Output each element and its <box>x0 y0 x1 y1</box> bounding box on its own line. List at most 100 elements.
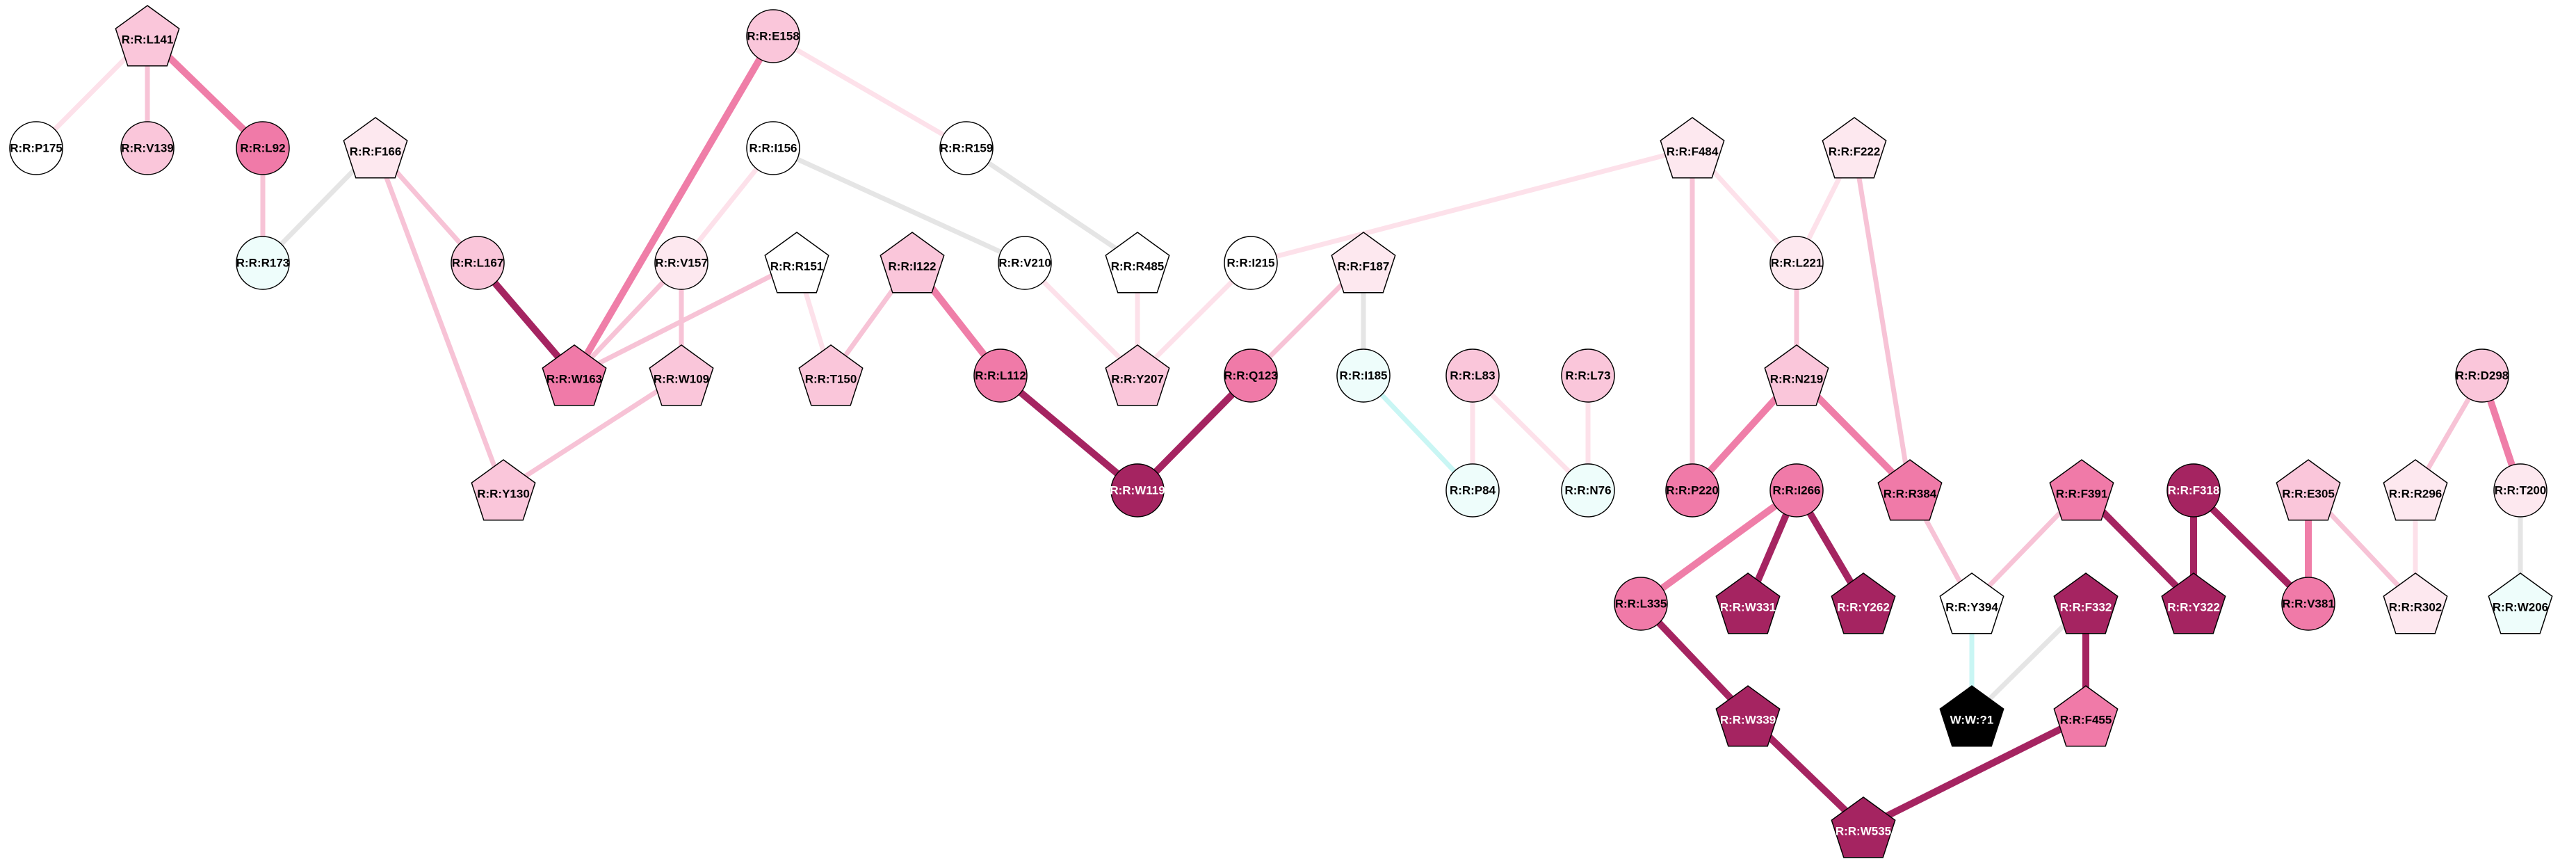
node-l83: R:R:L83 <box>1445 348 1500 403</box>
node-circle <box>1445 348 1500 403</box>
node-label: R:R:V381 <box>2282 598 2335 611</box>
node-i266: R:R:I266 <box>1769 463 1824 518</box>
node-circle <box>1561 463 1615 518</box>
node-label: R:R:Y322 <box>2167 601 2220 614</box>
node-l167: R:R:L167 <box>451 236 505 290</box>
node-label: R:R:W331 <box>1720 601 1776 614</box>
node-i215: R:R:I215 <box>1224 236 1278 290</box>
node-circle <box>654 236 708 290</box>
node-circle <box>1224 236 1278 290</box>
node-circle <box>1110 463 1165 518</box>
node-circle <box>120 121 175 175</box>
node-circle <box>746 121 800 175</box>
edge-f455-w535 <box>1860 713 2089 831</box>
node-circle <box>236 236 290 290</box>
node-circle <box>9 121 63 175</box>
node-label: R:R:W163 <box>546 373 602 386</box>
node-label: R:R:F332 <box>2060 601 2112 614</box>
node-w109: R:R:W109 <box>649 344 714 406</box>
node-l221: R:R:L221 <box>1769 236 1824 290</box>
node-circle <box>939 121 994 175</box>
node-y130: R:R:Y130 <box>471 459 536 521</box>
node-i122: R:R:I122 <box>880 232 945 294</box>
node-r159: R:R:R159 <box>939 121 994 175</box>
node-r485: R:R:R485 <box>1105 232 1170 294</box>
node-pentagon <box>2161 572 2226 634</box>
node-pentagon <box>115 5 180 67</box>
node-pentagon <box>1105 344 1170 406</box>
node-pentagon <box>2276 459 2341 521</box>
node-y262: R:R:Y262 <box>1831 572 1896 634</box>
node-pentagon <box>880 232 945 294</box>
node-label: R:R:L83 <box>1450 369 1495 383</box>
node-label: R:R:L167 <box>452 257 504 270</box>
node-circle <box>1769 236 1824 290</box>
node-circle <box>2166 463 2221 518</box>
node-label: R:R:Y130 <box>477 488 530 501</box>
node-label: R:R:I266 <box>1773 484 1821 497</box>
node-label: R:R:L112 <box>975 369 1026 383</box>
node-p220: R:R:P220 <box>1665 463 1719 518</box>
node-circle <box>1445 463 1500 518</box>
node-label: R:R:R384 <box>1884 488 1937 501</box>
node-label: R:R:F222 <box>1829 145 1881 159</box>
edge-f222-r384 <box>1852 145 1913 493</box>
node-circle <box>1614 577 1668 631</box>
node-r296: R:R:R296 <box>2383 459 2448 521</box>
node-f455: R:R:F455 <box>2053 685 2119 747</box>
node-circle <box>973 348 1028 403</box>
node-circle <box>2281 577 2335 631</box>
node-v139: R:R:V139 <box>120 121 175 175</box>
edge-layer <box>33 33 2524 831</box>
node-label: R:R:F455 <box>2060 714 2112 727</box>
node-label: R:R:P220 <box>1666 484 1719 497</box>
node-circle <box>451 236 505 290</box>
node-w1: W:W:?1 <box>1939 685 2004 747</box>
node-pentagon <box>1764 344 1829 406</box>
edge-f484-i215 <box>1248 145 1695 266</box>
node-label: R:R:Y394 <box>1945 601 1998 614</box>
node-label: R:R:N219 <box>1770 373 1824 386</box>
node-pentagon <box>1877 459 1943 521</box>
edge-w109-y130 <box>501 373 684 493</box>
node-label: R:R:W535 <box>1836 825 1891 838</box>
node-circle <box>746 9 800 63</box>
node-y394: R:R:Y394 <box>1939 572 2004 634</box>
node-label: R:R:V157 <box>655 257 708 270</box>
node-circle <box>2493 463 2547 518</box>
node-pentagon <box>1831 572 1896 634</box>
node-label: R:R:V139 <box>121 142 174 155</box>
node-r151: R:R:R151 <box>764 232 829 294</box>
node-d298: R:R:D298 <box>2455 348 2509 403</box>
node-pentagon <box>2053 685 2119 747</box>
node-label: R:R:R485 <box>1111 260 1165 273</box>
node-label: R:R:R302 <box>2389 601 2443 614</box>
node-n219: R:R:N219 <box>1764 344 1829 406</box>
node-f391: R:R:F391 <box>2049 459 2114 521</box>
node-label: R:R:F187 <box>1338 260 1390 273</box>
node-label: R:R:P175 <box>10 142 63 155</box>
edge-e158-w163 <box>571 33 777 379</box>
edge-e158-r159 <box>770 33 969 151</box>
node-label: R:R:R296 <box>2389 488 2443 501</box>
node-label: R:R:I185 <box>1340 369 1388 383</box>
node-t150: R:R:T150 <box>798 344 864 406</box>
node-label: R:R:N76 <box>1564 484 1611 497</box>
edge-r159-r485 <box>964 145 1140 266</box>
node-w206: R:R:W206 <box>2488 572 2553 634</box>
node-label: R:R:W339 <box>1720 714 1776 727</box>
node-f187: R:R:F187 <box>1331 232 1396 294</box>
node-label: R:R:Y207 <box>1111 373 1164 386</box>
node-pentagon <box>1660 117 1725 179</box>
node-label: R:R:F484 <box>1667 145 1719 159</box>
node-label: R:R:I156 <box>750 142 797 155</box>
node-label: R:R:I215 <box>1227 257 1275 270</box>
node-f166: R:R:F166 <box>343 117 408 179</box>
node-label: R:R:L73 <box>1565 369 1610 383</box>
node-f484: R:R:F484 <box>1660 117 1725 179</box>
node-label: R:R:F391 <box>2056 488 2108 501</box>
node-label: R:R:D298 <box>2456 369 2509 383</box>
node-p175: R:R:P175 <box>9 121 63 175</box>
